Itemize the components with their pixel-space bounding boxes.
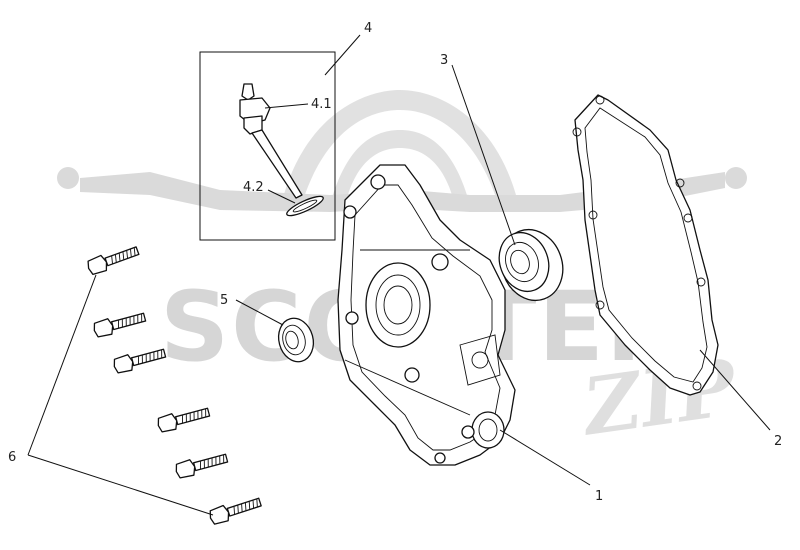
detail-box [199,51,336,241]
bolt [87,246,140,275]
part-5-oil-seal [277,317,315,363]
leader-3 [451,64,516,246]
leader-4-1 [264,103,309,109]
leader-4 [324,34,361,76]
callout-3: 3 [440,53,448,68]
part-1-crankcase-cover [337,164,516,466]
callout-2: 2 [774,434,782,449]
leader-2 [699,349,771,431]
part-6-bolts [87,246,262,525]
leader-1 [499,429,591,486]
callout-4-2: 4.2 [243,180,264,195]
part-2-gasket [572,94,719,396]
leader-6b [27,454,214,516]
part-4-dipstick-group [199,51,336,241]
leader-lines [27,34,771,516]
bolt [157,407,211,433]
part-3-bearing [498,228,564,302]
part-4-dipstick-rod [251,129,303,199]
callout-5: 5 [220,293,228,308]
part-4-1-dipstick-cap [239,83,271,135]
leader-4-2 [267,189,296,204]
leader-5 [235,299,284,326]
part-4-2-o-ring [286,195,324,217]
callout-labels: 1 2 3 4 4.1 4.2 5 6 [8,21,782,504]
leader-6a [27,274,97,456]
watermark-logo: SCOOTER ZIP [57,90,747,454]
callout-4: 4 [364,21,372,36]
bolt [175,453,229,479]
callout-4-1: 4.1 [311,97,332,112]
callout-1: 1 [595,489,603,504]
bolt [209,497,262,525]
bolt [113,348,167,374]
bolt [93,312,147,338]
callout-6: 6 [8,450,16,465]
